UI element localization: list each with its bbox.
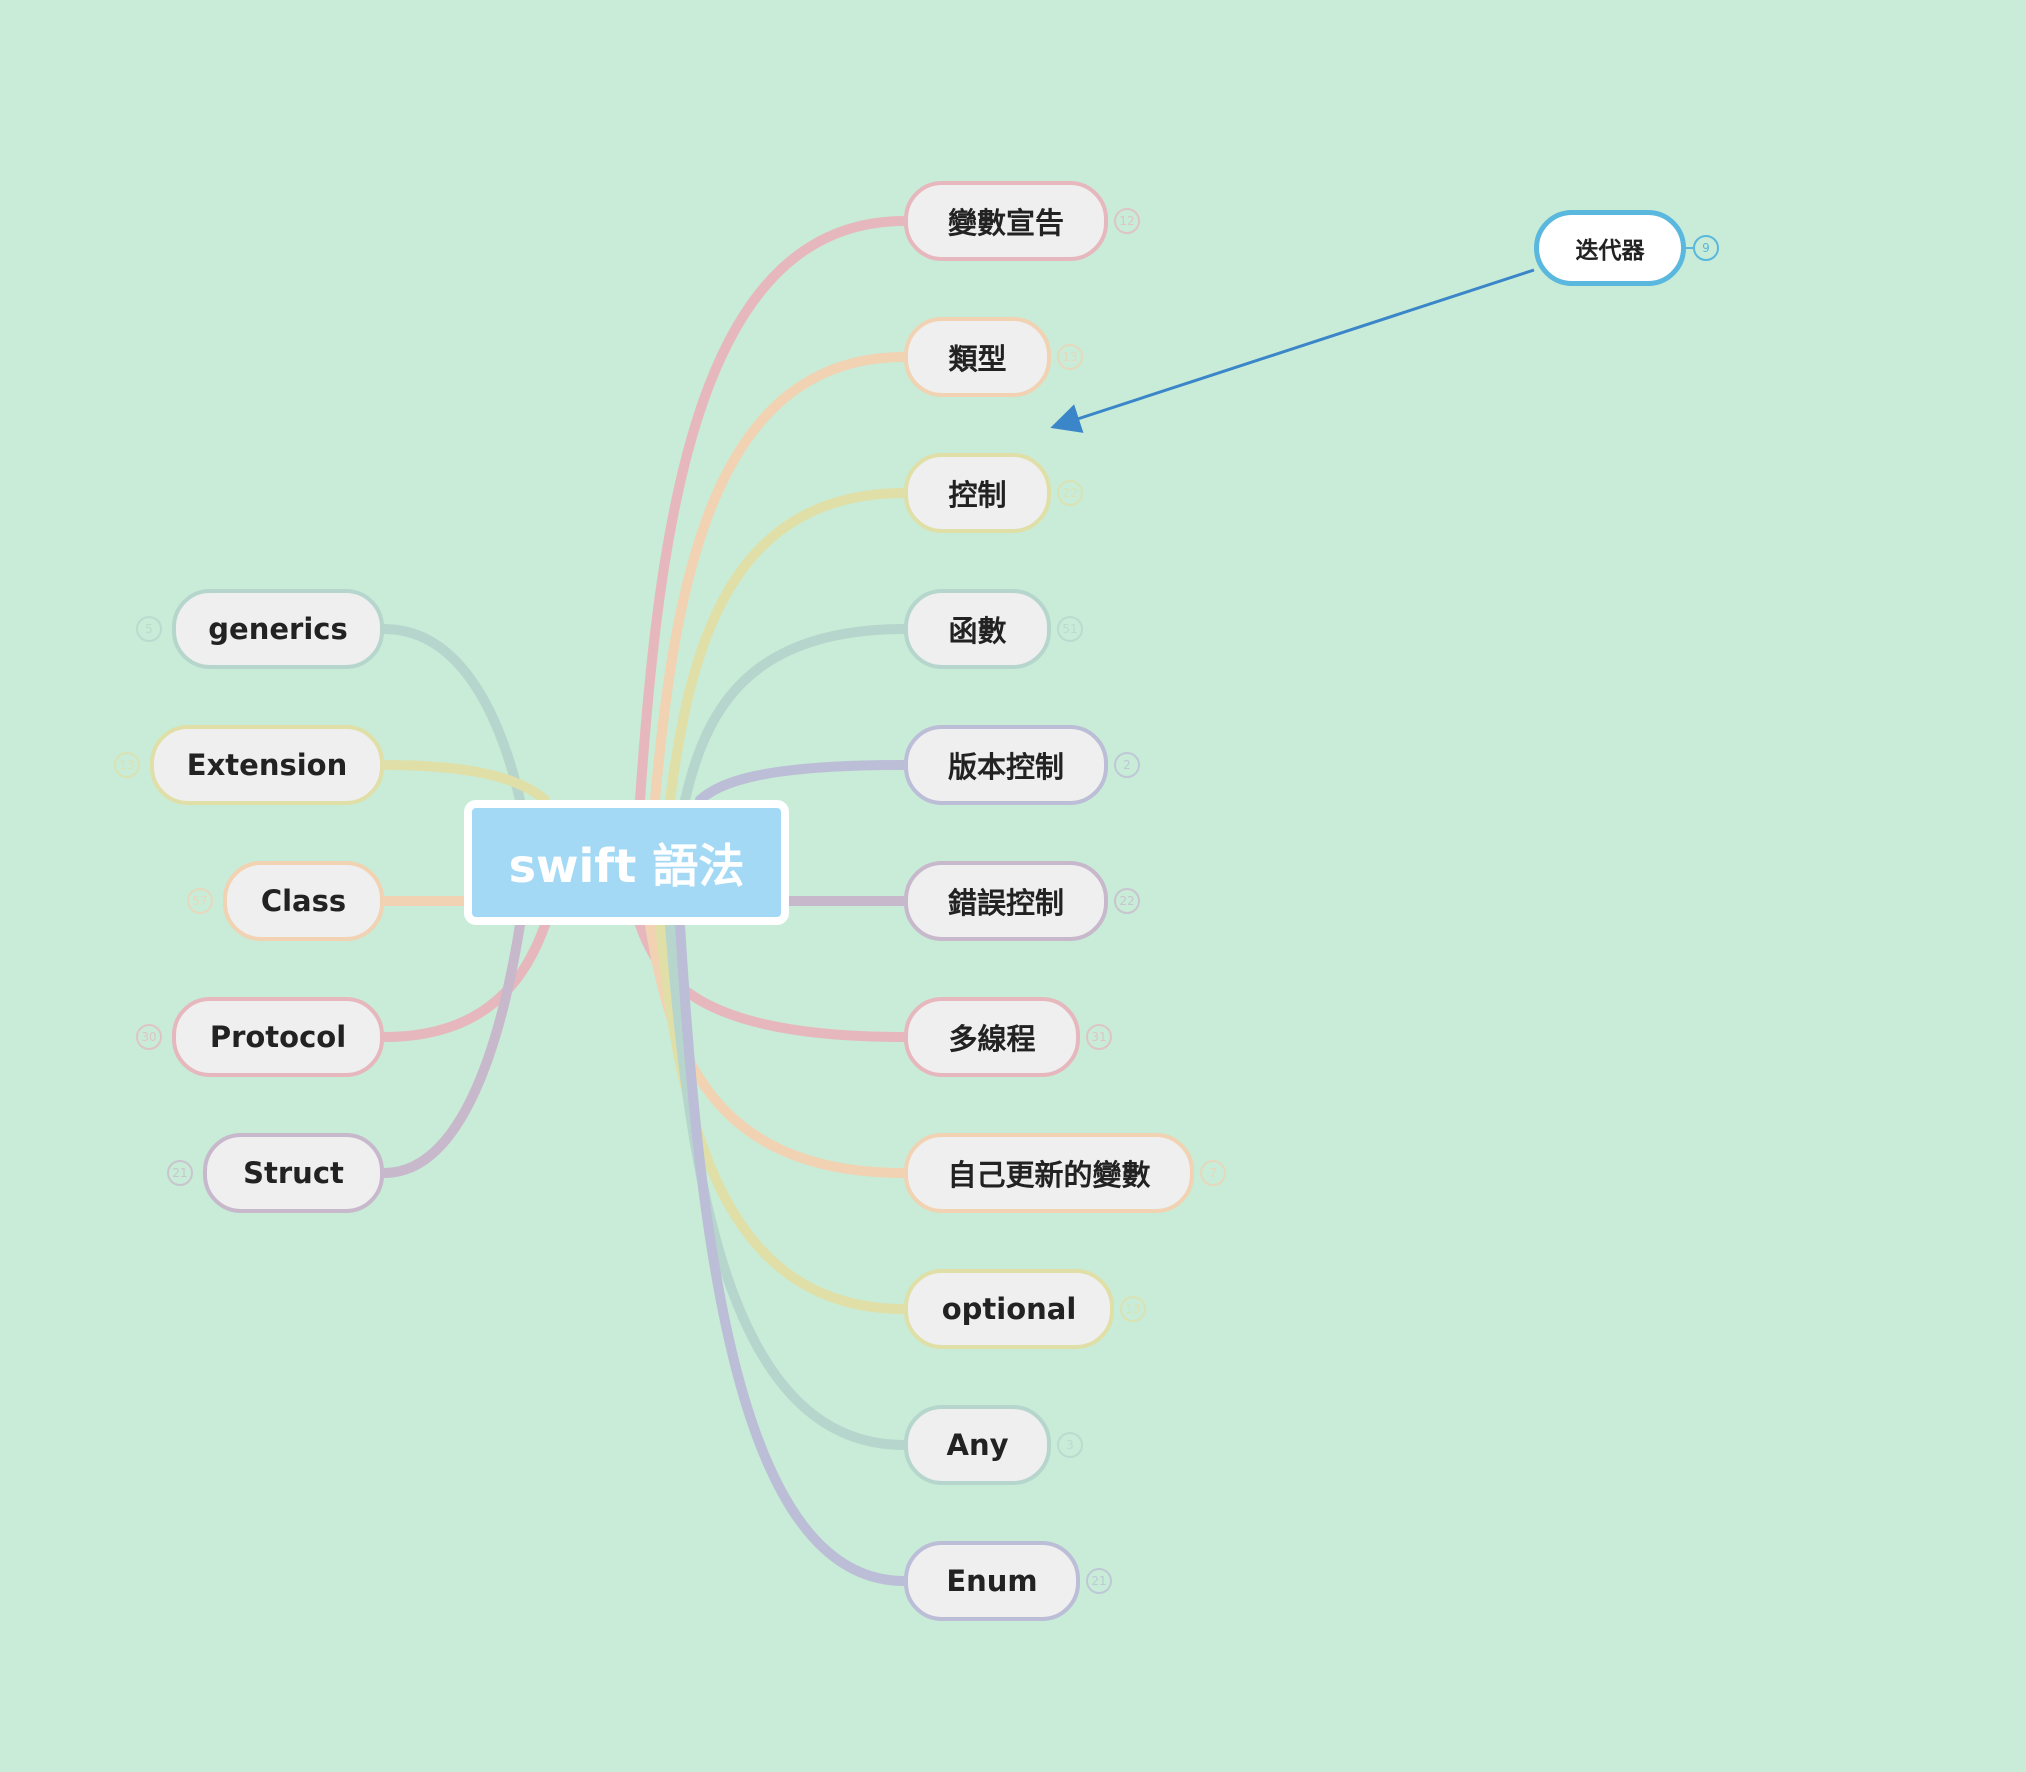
branch-left-2-label: Class [260,884,347,918]
branch-left-2[interactable]: Class [223,861,384,941]
branch-right-10[interactable]: Enum [904,1541,1080,1621]
branch-right-3-label: 函數 [948,614,1007,648]
branch-left-4-count-badge[interactable]: 21 [167,1160,193,1186]
branch-right-8-count-badge[interactable]: 13 [1120,1296,1146,1322]
connector-left-4 [379,920,525,1178]
connector-right-4 [695,760,909,805]
branch-right-8[interactable]: optional [904,1269,1114,1349]
branch-right-4-count-badge[interactable]: 2 [1114,752,1140,778]
branch-right-6-label: 多線程 [948,1022,1036,1056]
branch-right-0-label: 變數宣告 [947,206,1064,240]
branch-left-0[interactable]: generics [172,589,384,669]
branch-left-2-count-badge[interactable]: 57 [187,888,213,914]
branch-right-7-count-badge[interactable]: 7 [1200,1160,1226,1186]
branch-right-5-count-badge[interactable]: 22 [1114,888,1140,914]
floating-topic-count-badge[interactable]: 9 [1693,235,1719,261]
branch-right-1-count-badge[interactable]: 13 [1057,344,1083,370]
connector-right-2 [665,488,909,805]
branch-right-10-count-badge[interactable]: 21 [1086,1568,1112,1594]
connector-right-1 [650,352,909,805]
branch-left-3-count-badge[interactable]: 30 [136,1024,162,1050]
branch-right-10-label: Enum [946,1564,1038,1598]
branch-right-5-label: 錯誤控制 [947,886,1064,920]
floating-topic[interactable]: 迭代器 [1534,210,1686,286]
branch-left-1-label: Extension [186,748,348,782]
central-topic-label: swift 語法 [508,838,745,893]
branch-right-9[interactable]: Any [904,1405,1051,1485]
branch-left-0-count-badge[interactable]: 5 [136,616,162,642]
branch-right-7[interactable]: 自己更新的變數 [904,1133,1194,1213]
connector-right-9 [665,920,909,1450]
connector-left-1 [379,760,550,805]
branch-right-9-label: Any [946,1428,1009,1462]
branch-right-2[interactable]: 控制 [904,453,1051,533]
branch-left-1[interactable]: Extension [150,725,384,805]
connector-right-3 [680,624,909,805]
branch-left-4-label: Struct [243,1156,344,1190]
branch-right-3-count-badge[interactable]: 51 [1057,616,1083,642]
connector-right-7 [645,920,909,1178]
branch-right-7-label: 自己更新的變數 [947,1158,1151,1192]
branch-left-0-label: generics [208,612,348,646]
branch-right-8-label: optional [941,1292,1077,1326]
connector-right-0 [635,216,909,805]
branch-right-6-count-badge[interactable]: 31 [1086,1024,1112,1050]
central-topic[interactable]: swift 語法 [464,800,789,925]
floating-topic-label: 迭代器 [1575,238,1645,264]
branch-right-0[interactable]: 變數宣告 [904,181,1108,261]
branch-right-2-count-badge[interactable]: 22 [1057,480,1083,506]
connector-left-3 [379,920,550,1042]
branch-right-0-count-badge[interactable]: 12 [1114,208,1140,234]
branch-left-3[interactable]: Protocol [172,997,384,1077]
branch-left-1-count-badge[interactable]: 13 [114,752,140,778]
connector-right-10 [675,920,909,1586]
branch-right-5[interactable]: 錯誤控制 [904,861,1108,941]
branch-left-3-label: Protocol [209,1020,347,1054]
branch-right-1-label: 類型 [948,342,1007,376]
connector-right-8 [655,920,909,1314]
relationship-arrow[interactable] [1050,268,1535,433]
branch-right-6[interactable]: 多線程 [904,997,1080,1077]
branch-right-1[interactable]: 類型 [904,317,1051,397]
branch-right-4[interactable]: 版本控制 [904,725,1108,805]
branch-right-4-label: 版本控制 [947,750,1064,784]
branch-left-4[interactable]: Struct [203,1133,384,1213]
branch-right-9-count-badge[interactable]: 3 [1057,1432,1083,1458]
branch-right-2-label: 控制 [948,478,1007,512]
branch-right-3[interactable]: 函數 [904,589,1051,669]
connector-left-0 [379,624,525,805]
